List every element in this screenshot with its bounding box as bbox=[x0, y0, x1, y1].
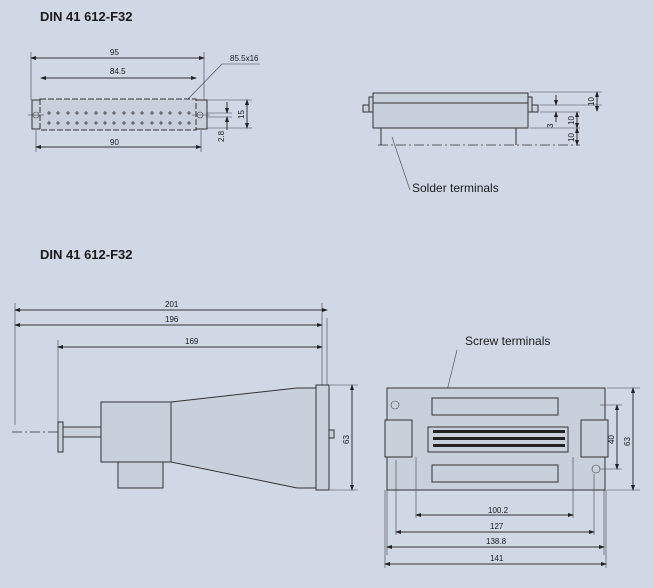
dim-label: 100.2 bbox=[488, 506, 509, 515]
dim-label: 10 bbox=[567, 116, 576, 125]
dim-label: 63 bbox=[342, 435, 351, 444]
dim-label: 196 bbox=[165, 315, 179, 324]
dim-label: 141 bbox=[490, 554, 504, 563]
dim-label: 10 bbox=[587, 97, 596, 106]
dim-label: 63 bbox=[623, 437, 632, 446]
screw-terminals-label: Screw terminals bbox=[465, 334, 550, 348]
dim-label: 138.8 bbox=[486, 537, 507, 546]
dim-label: 201 bbox=[165, 300, 179, 309]
bottom-side-view: 201 196 169 63 bbox=[12, 300, 358, 491]
top-side-view: 10 3 10 10 Solder terminals bbox=[362, 91, 602, 195]
dim-label: 90 bbox=[110, 138, 119, 147]
solder-terminals-label: Solder terminals bbox=[412, 181, 499, 195]
dim-label: 85.5x16 bbox=[230, 54, 259, 63]
dim-label: 169 bbox=[185, 337, 199, 346]
dim-label: 10 bbox=[567, 133, 576, 142]
dim-label: 127 bbox=[490, 522, 504, 531]
top-front-view: 95 84.5 85.5x16 15 2.8 90 bbox=[28, 48, 260, 152]
dim-label: 40 bbox=[607, 435, 616, 444]
dim-label: 95 bbox=[110, 48, 119, 57]
section-title-bottom: DIN 41 612-F32 bbox=[40, 247, 133, 262]
dim-label: 15 bbox=[237, 110, 246, 119]
bottom-front-view: Screw terminals 40 63 100.2 127 138.8 14… bbox=[384, 334, 640, 568]
dim-label: 84.5 bbox=[110, 67, 126, 76]
dim-label: 3 bbox=[546, 123, 555, 128]
section-title-top: DIN 41 612-F32 bbox=[40, 9, 133, 24]
dim-label: 2.8 bbox=[217, 130, 226, 142]
